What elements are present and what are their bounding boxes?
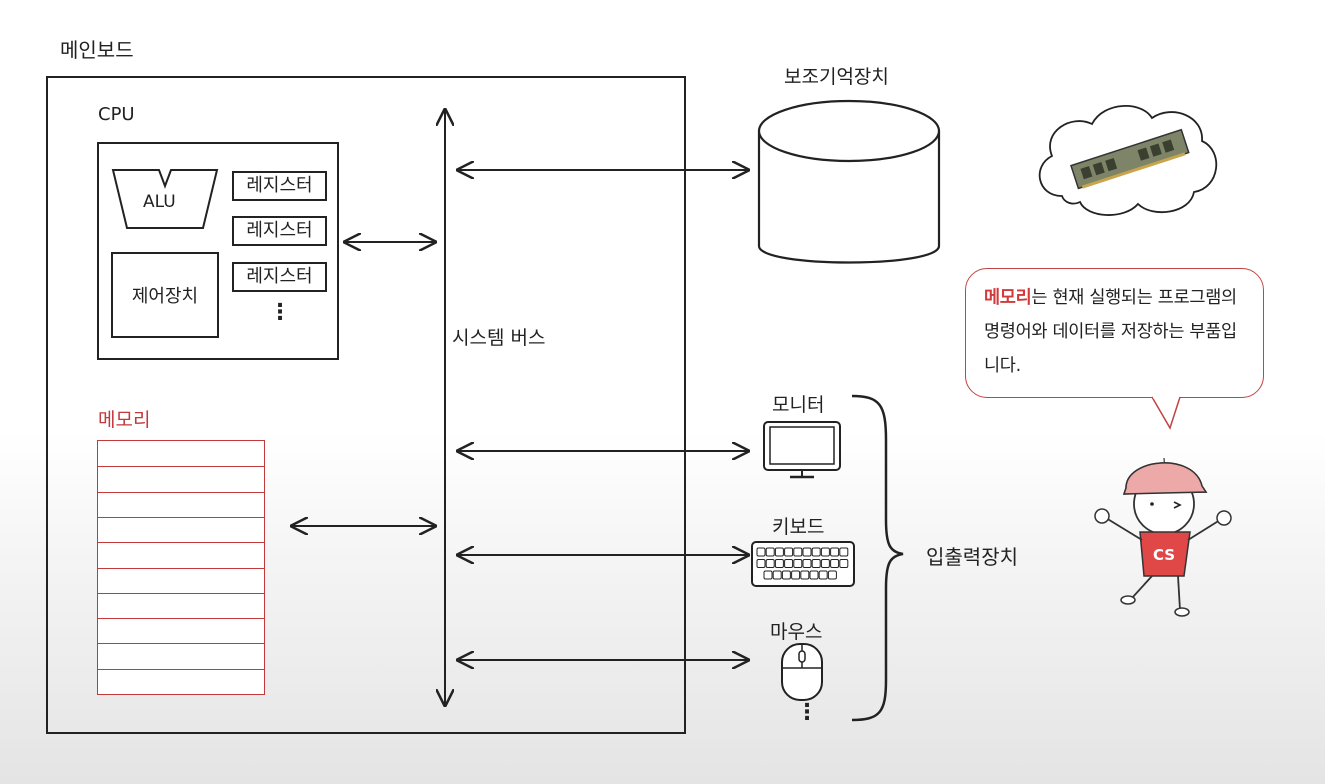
keyboard-key <box>763 570 773 580</box>
keyboard-key <box>818 570 828 580</box>
memory-title: 메모리 <box>98 409 151 431</box>
keyboard-key <box>784 559 794 568</box>
keyboard-key <box>820 559 830 568</box>
keyboard-key <box>839 547 849 557</box>
keyboard-key <box>802 547 812 557</box>
keyboard-key <box>809 570 819 580</box>
speech-highlight: 메모리 <box>984 288 1032 308</box>
memory-row-divider <box>98 618 264 620</box>
mouse-icon <box>781 643 823 701</box>
memory-row-divider <box>98 516 264 518</box>
keyboard-key <box>793 547 803 557</box>
control-unit-box: 제어장치 <box>111 252 219 338</box>
keyboard-key <box>793 559 803 568</box>
memory-row-divider <box>98 491 264 493</box>
io-brace <box>851 394 904 722</box>
speech-bubble: 메모리는 현재 실행되는 프로그램의 명령어와 데이터를 저장하는 부품입니다. <box>965 268 1264 398</box>
keyboard-key <box>820 547 830 557</box>
mascot-character: CS <box>1094 457 1232 617</box>
memory-row-divider <box>98 668 264 670</box>
memory-block <box>97 440 265 695</box>
speech-bubble-tail <box>1151 396 1181 430</box>
memory-row-divider <box>98 542 264 544</box>
keyboard-key <box>774 559 784 568</box>
control-unit-label: 제어장치 <box>131 286 199 307</box>
keyboard-key <box>802 559 812 568</box>
keyboard-key <box>781 570 791 580</box>
keyboard-icon <box>751 541 855 587</box>
keyboard-key <box>791 570 801 580</box>
keyboard-key <box>756 547 766 557</box>
monitor-label: 모니터 <box>772 394 825 416</box>
keyboard-key <box>839 559 849 568</box>
keyboard-key <box>772 570 782 580</box>
alu-label: ALU <box>143 192 176 212</box>
keyboard-key <box>784 547 794 557</box>
cpu-box: ALU 제어장치 레지스터 레지스터 레지스터 ⋮ <box>97 142 339 360</box>
cpu-title: CPU <box>98 104 135 125</box>
keyboard-key <box>830 547 840 557</box>
monitor-icon <box>763 421 841 479</box>
memory-row-divider <box>98 643 264 645</box>
register-box: 레지스터 <box>232 262 327 292</box>
register-box: 레지스터 <box>232 216 327 246</box>
system-bus-label: 시스템 버스 <box>452 327 546 349</box>
io-more: ⋮ <box>796 700 818 725</box>
keyboard-key <box>774 547 784 557</box>
storage-cylinder-icon <box>757 99 941 264</box>
register-box: 레지스터 <box>232 171 327 201</box>
keyboard-key <box>765 559 775 568</box>
keyboard-key <box>811 559 821 568</box>
alu-shape <box>111 169 219 229</box>
keyboard-label: 키보드 <box>772 516 825 538</box>
keyboard-key <box>756 559 766 568</box>
speech-text: 는 현재 실행되는 프로그램의 명령어와 데이터를 저장하는 부품입니다. <box>984 288 1237 376</box>
memory-row-divider <box>98 466 264 468</box>
keyboard-key <box>800 570 810 580</box>
memory-row-divider <box>98 567 264 569</box>
mainboard-frame <box>46 76 686 734</box>
keyboard-key <box>830 559 840 568</box>
io-group-label: 입출력장치 <box>926 545 1018 569</box>
mainboard-title: 메인보드 <box>60 38 134 62</box>
register-more: ⋮ <box>269 300 291 325</box>
mascot-shirt-text: CS <box>1153 546 1175 564</box>
storage-label: 보조기억장치 <box>784 66 889 88</box>
ram-cloud-icon <box>1038 105 1218 216</box>
memory-row-divider <box>98 592 264 594</box>
keyboard-key <box>765 547 775 557</box>
keyboard-key <box>827 570 837 580</box>
mouse-label: 마우스 <box>770 621 823 643</box>
keyboard-key <box>811 547 821 557</box>
